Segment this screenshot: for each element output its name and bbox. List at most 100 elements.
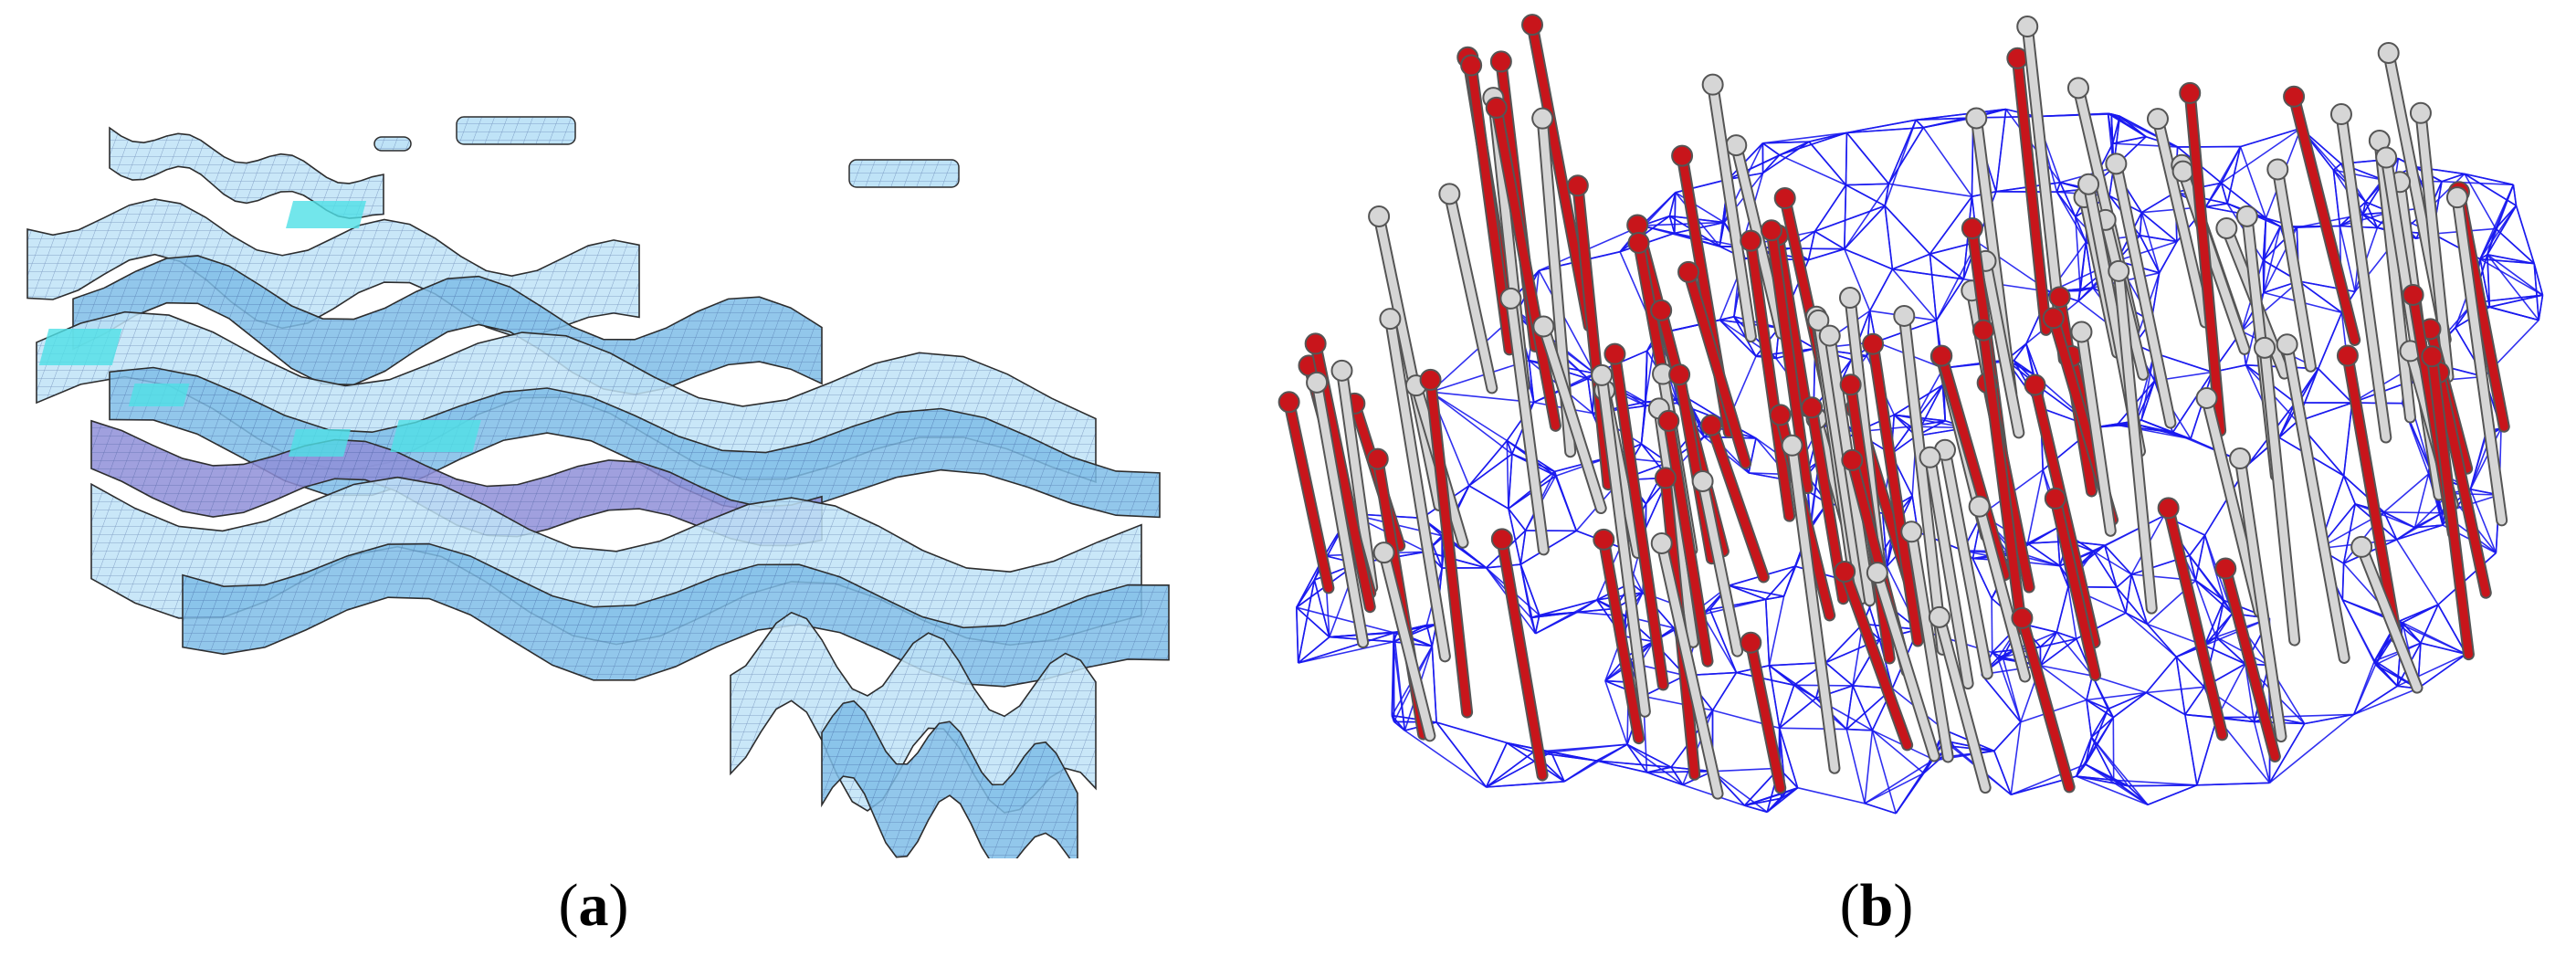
well-head [2445,186,2468,209]
network-edge [2077,287,2094,302]
network-edge [2196,782,2270,786]
network-edge [2262,226,2281,261]
network-edge [2079,242,2087,291]
network-edge [1971,558,1992,599]
network-edge [2487,254,2491,308]
well-head [2402,283,2424,306]
network-edge [1807,231,1816,260]
well-shaft [2164,503,2227,740]
well-head [2336,344,2359,367]
well-head [2077,173,2100,195]
network-edge [2298,280,2342,313]
network-edge [2189,555,2197,581]
well-head [1668,363,1691,386]
mesh-grid-overlay [91,420,822,546]
network-edge [1864,772,1925,805]
mesh-grid-overlay [91,477,1141,646]
network-edge [1845,729,1866,804]
well-head [2329,103,2352,126]
network-edge [2140,235,2178,243]
network-edge [2239,146,2267,219]
network-edge [2318,368,2353,404]
mesh-grid-overlay [731,612,1096,813]
network-edge [2092,675,2147,694]
network-edge [1814,184,1847,232]
mesh-fragment-grid [849,160,959,187]
well-head [2377,41,2400,64]
well-head [1807,309,1830,331]
network-edge [2059,565,2069,587]
network-edge [2469,430,2488,490]
network-edge [1719,319,1757,357]
well-head [1866,562,1888,584]
mesh-patch-highlight [289,429,352,457]
network-edge [2116,586,2127,614]
network-edge [2147,784,2198,805]
network-edge [1719,316,1735,321]
network-edge [2171,372,2213,434]
well-head [1834,561,1856,584]
network-edge [2139,212,2143,236]
network-edge [2093,544,2106,552]
network-edge [1761,142,1781,156]
well-head [1566,174,1589,197]
network-edge [2040,637,2077,667]
well-shaft [1684,268,1751,468]
network-edge [1779,697,1817,729]
network-edge [2090,717,2114,738]
well-head [1368,205,1391,227]
network-edge [1884,120,1917,206]
network-edge [1942,359,2007,369]
network-edge [2396,604,2439,624]
well-shaft [2235,454,2286,741]
well-head [1961,217,1983,240]
well-shaft [1707,421,1768,582]
mesh-patch-highlight [38,329,122,365]
well-head [1928,605,1950,628]
network-edge [2189,554,2225,601]
network-edge [1296,607,1299,664]
well-head [1304,332,1327,355]
well-shaft [1698,477,1742,656]
network-edge [1890,435,1917,455]
network-edge [2076,775,2129,787]
well-head [2179,81,2202,104]
network-edge [2086,699,2093,738]
network-edge [1296,606,1330,638]
network-edge [2533,263,2539,321]
network-edge [1296,606,1394,634]
network-edge [1563,743,1628,783]
network-edge [2437,604,2467,655]
network-edge [1296,579,1316,608]
network-edge [2093,551,2132,575]
network-edge [2203,645,2246,665]
network-edge [1845,131,1890,184]
well-head [1677,260,1700,283]
network-edge [2085,763,2129,787]
network-edge [1814,205,1886,233]
network-edge [2396,539,2439,605]
network-edge [1596,760,1647,773]
network-edge [2184,686,2205,716]
network-edge [1528,360,1535,403]
well-shaft [2179,167,2249,353]
network-edge [1929,254,1938,321]
well-head [1657,409,1680,432]
well-head [1700,414,1723,436]
network-edge [1538,269,1595,374]
network-edge [1778,685,1795,729]
well-shaft [1380,548,1435,741]
network-edge [1892,268,1964,280]
well-head [1650,531,1673,554]
network-edge [2056,586,2069,633]
well-shaft [1498,534,1547,780]
network-edge [2464,173,2517,206]
well-head [1438,183,1461,205]
network-edge [2093,551,2118,588]
network-edge [2489,294,2543,308]
network-edge [2448,492,2500,496]
network-edge [2056,182,2061,193]
network-edge [2220,146,2242,184]
well-shaft [2375,136,2414,422]
network-edge [1762,141,1810,174]
